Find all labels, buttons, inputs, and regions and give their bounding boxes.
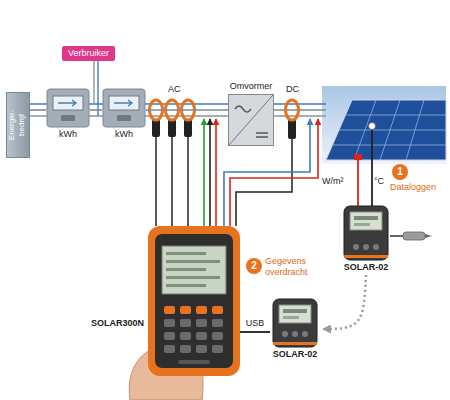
step-number: 2 — [246, 258, 262, 274]
node-heading: Omvormer — [230, 81, 273, 92]
step-label: Dataloggen — [390, 182, 436, 193]
transfer-arrow — [323, 275, 366, 329]
utility-box: Energie- bedrijf — [6, 92, 30, 158]
usb-cable — [240, 331, 270, 333]
quantity-label: °C — [374, 176, 384, 187]
consumer-box: Verbruiker — [62, 46, 115, 61]
step-number: 1 — [392, 164, 408, 180]
inverter-symbol — [229, 95, 273, 145]
logger-drawing — [341, 205, 391, 261]
section-label: DC — [286, 84, 299, 95]
node-heading: SOLAR300N — [91, 318, 144, 329]
bus-wire — [146, 109, 228, 111]
bus-wire — [90, 109, 102, 111]
solar-panel — [322, 86, 446, 164]
logger-device: SOLAR-02 — [270, 298, 320, 360]
kwh-meter: kWh — [102, 88, 146, 140]
bus-wire — [30, 109, 46, 111]
logger-drawing — [270, 298, 320, 348]
inverter-box: Omvormer — [228, 94, 274, 146]
step-label: Gegevens overdracht — [265, 256, 321, 278]
node-text: kWh — [102, 129, 146, 140]
node-text: Energie- bedrijf — [7, 103, 29, 147]
node-text: SOLAR-02 — [341, 262, 391, 273]
temperature-probe — [390, 232, 432, 240]
quantity-label: W/m² — [322, 176, 344, 187]
meter-symbol — [102, 88, 146, 128]
analyzer-device: SOLAR300N — [148, 226, 240, 376]
analyzer-drawing — [148, 226, 240, 376]
meter-symbol — [46, 88, 90, 128]
kwh-meter: kWh — [46, 88, 90, 140]
logger-device: SOLAR-02 — [341, 205, 391, 273]
node-text: Verbruiker — [68, 48, 109, 59]
edge-label: USB — [245, 318, 266, 329]
node-text: kWh — [46, 129, 90, 140]
section-label: AC — [168, 84, 181, 95]
sensor-wires — [354, 123, 376, 207]
node-text: SOLAR-02 — [270, 349, 320, 360]
